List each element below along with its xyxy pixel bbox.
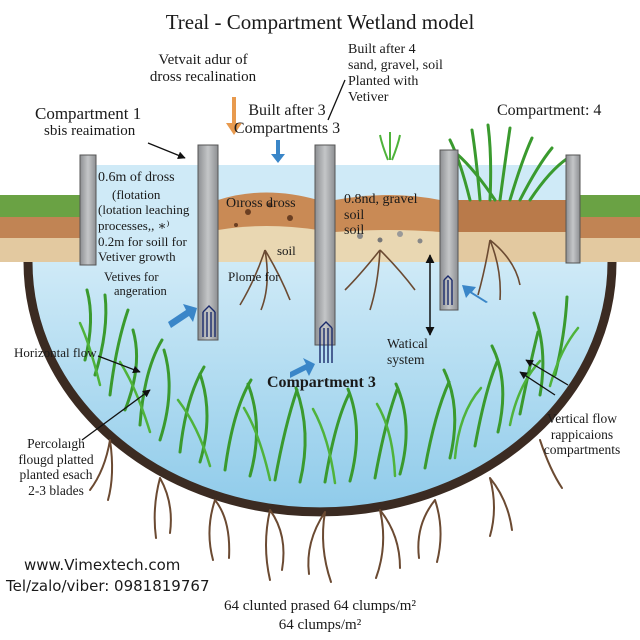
vertical-flow-line1: Vertical flow	[546, 411, 618, 426]
percolation-line4: 2-3 blades	[28, 482, 84, 498]
phone-text: Tel/zalo/viber: 0981819767	[6, 577, 210, 595]
top-note-line2: dross recalination	[149, 69, 257, 86]
flow-arrows	[168, 97, 488, 378]
flow-hatches	[202, 275, 453, 363]
vetives-line2: angeration	[114, 284, 167, 299]
watical-line1: Watical	[387, 336, 428, 351]
vertical-flow-line2: rappicaions	[550, 426, 614, 442]
compartment4-title: Compartment: 4	[497, 102, 602, 119]
bottom-caption-1: 64 clunted prased 64 clumps/m²	[224, 598, 416, 614]
watical-system-label: Watical system	[387, 336, 428, 367]
leader-lines	[81, 79, 569, 441]
root-system	[89, 439, 563, 583]
c1-line5: 0.2m for soill for	[98, 233, 187, 249]
compartment1-title: Compartment 1	[35, 104, 142, 123]
page-title: Treal - Compartment Wetland model	[165, 10, 475, 34]
built-after-3-line1: Built after 3	[248, 102, 326, 119]
top-note-line1: Vetvait adur of	[158, 52, 248, 68]
compartment4-layers	[458, 200, 568, 265]
vetiver-clump	[448, 123, 570, 202]
built-after-4-line1: Built after 4	[348, 42, 416, 57]
compartment3-layers	[335, 195, 440, 265]
top-note: Vetvait adur of dross recalination	[128, 52, 278, 87]
c2-plome-label: Plome for	[228, 269, 280, 284]
walls	[79, 144, 581, 346]
upper-roots	[239, 239, 521, 311]
bottom-caption-2: 64 clumps/m²	[278, 617, 362, 633]
vertical-flow-line3: compartments	[543, 442, 621, 458]
watical-line2: system	[387, 351, 425, 367]
percolation-line1: Percolaıgh	[27, 436, 85, 451]
c3-line2: soil	[344, 207, 365, 223]
compartment2-layers	[218, 192, 318, 265]
horizontal-flow-label: Horizontal flow	[14, 345, 97, 360]
ground-left	[0, 195, 90, 262]
c2-soil-label: soil	[277, 243, 296, 258]
c1-line1: 0.6m of dross	[98, 170, 175, 185]
c1-line2: (flotation	[112, 186, 161, 202]
compartment3-label: Compartment 3	[267, 374, 376, 391]
compartment1-dross-text: 0.6m of dross (flotation (lotation leach…	[98, 170, 189, 265]
built-after-4-line4: Vetiver	[348, 90, 389, 106]
c3-line3: soil	[344, 223, 365, 239]
c1-line6: Vetiver growth	[98, 249, 176, 265]
compartment1-subtitle: sbis reaimation	[44, 123, 136, 139]
percolation-line2: flougd platted	[18, 451, 94, 467]
vetives-line1: Vetives for	[104, 270, 159, 284]
c1-line4: processes,, ∗⁾	[98, 217, 170, 233]
vertical-flow-note: Vertical flow rappicaions compartments	[526, 411, 638, 458]
built-after-4-line3: Planted with	[348, 74, 419, 90]
built-after-3-note: Built after 3 Compartments 3	[222, 102, 352, 139]
website-link[interactable]: www.Vimextech.com	[24, 556, 181, 574]
small-plant	[379, 132, 401, 161]
built-after-4-note: Built after 4 sand, gravel, soil Planted…	[348, 42, 443, 106]
c2-dross-label: Oıross dross	[226, 196, 296, 211]
c3-line1: 0.8nd, gravel	[344, 192, 418, 207]
c3-gravel-text: 0.8nd, gravel soil soil	[344, 192, 417, 239]
built-after-4-line2: sand, gravel, soil	[348, 58, 443, 74]
percolation-note: Percolaıgh flougd platted planted esach …	[0, 436, 112, 498]
built-after-3-line2: Compartments 3	[233, 120, 341, 138]
percolation-line3: planted esach	[19, 467, 93, 483]
c1-line3: (lotation leaching	[98, 202, 190, 218]
vetives-note: Vetives for angeration	[104, 270, 167, 299]
